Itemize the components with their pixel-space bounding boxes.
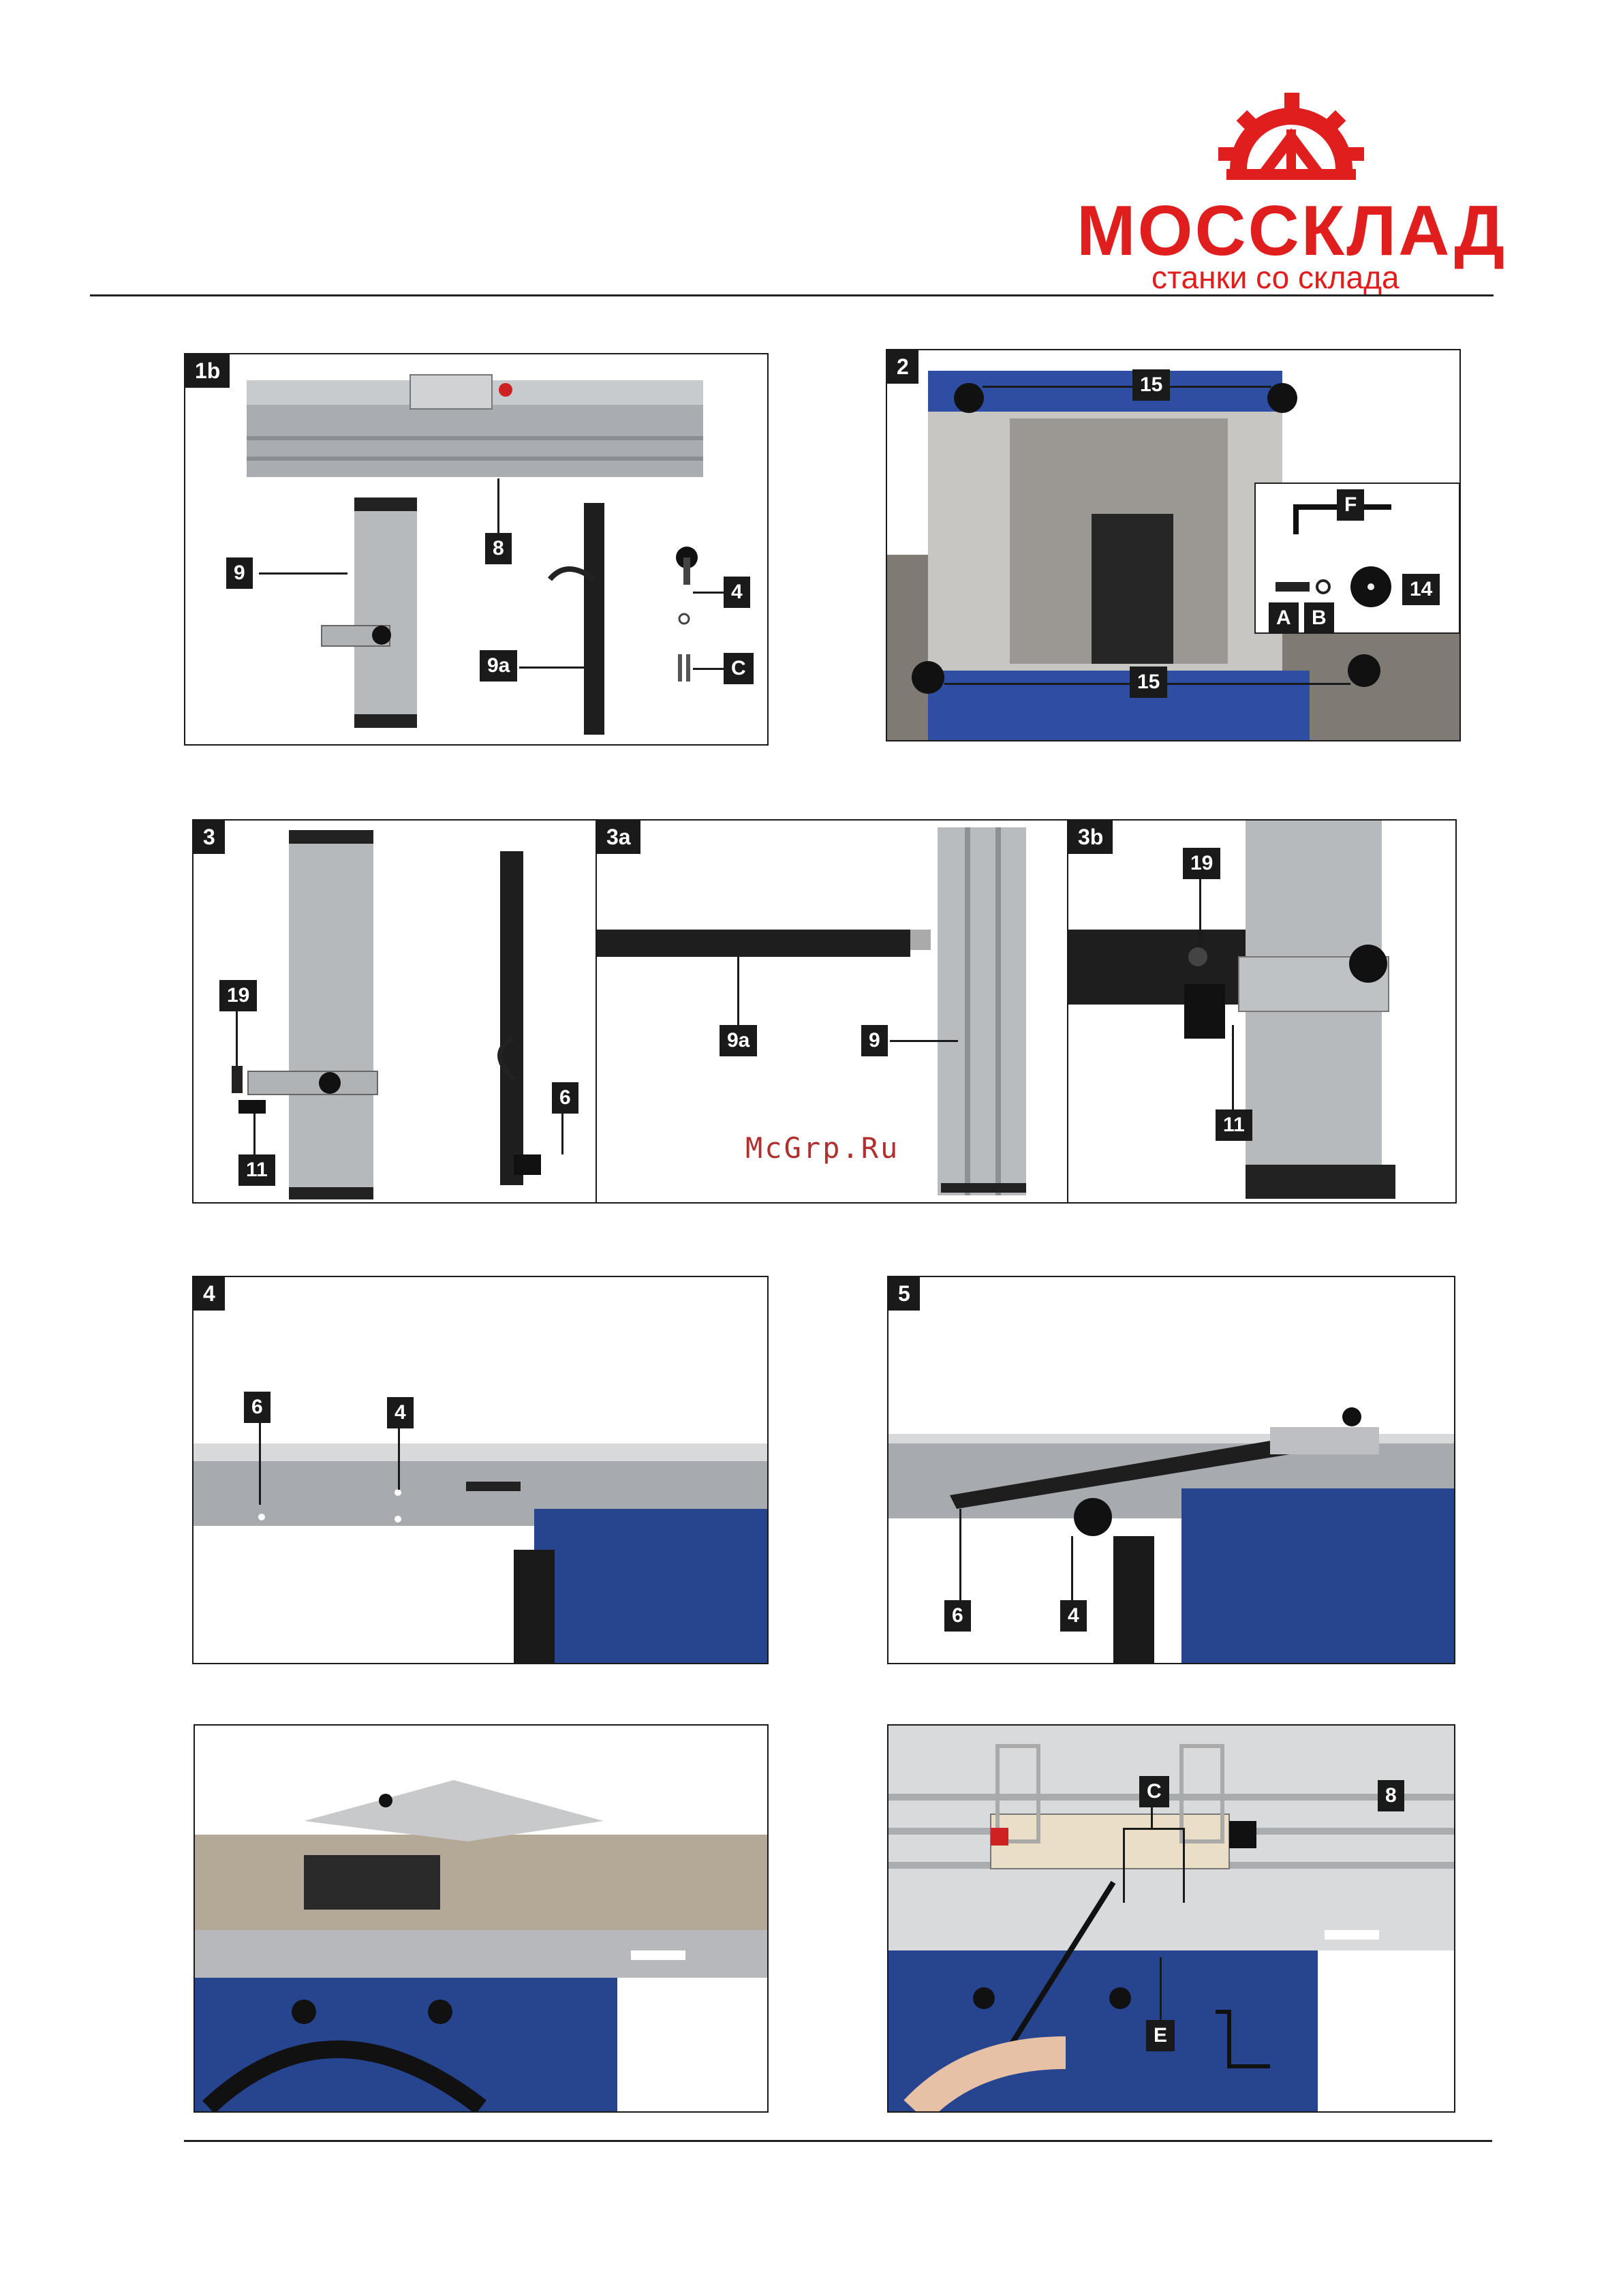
callout-label: B [1304, 602, 1334, 634]
callout-label: 9 [861, 1025, 888, 1056]
callout-label: 15 [1130, 667, 1167, 698]
header-rule [90, 294, 1494, 296]
callout-label: A [1269, 602, 1299, 634]
callout-label: 9a [720, 1025, 757, 1056]
leader-line [1123, 1828, 1125, 1903]
callout-label: 8 [1378, 1780, 1404, 1811]
leader-line [236, 1011, 238, 1066]
leader-line [1169, 386, 1271, 388]
leader-line [259, 1423, 261, 1505]
callout-label: 8 [485, 533, 512, 564]
leader-line [959, 1509, 961, 1600]
footer-rule [184, 2140, 1492, 2142]
callout-label: 6 [244, 1392, 270, 1423]
leader-line [693, 592, 724, 594]
callout-label: 6 [944, 1600, 971, 1632]
leader-line [693, 668, 724, 670]
table-side-illustration [194, 1277, 767, 1663]
callout-label: 19 [219, 980, 257, 1011]
leader-line [890, 1040, 958, 1042]
leader-line [1183, 1828, 1185, 1903]
leader-line [398, 1428, 400, 1490]
figure-5: 5 6 4 [887, 1276, 1455, 1664]
leader-line [983, 386, 1132, 388]
leader-line [1123, 1828, 1184, 1830]
fence-parts-illustration [185, 354, 767, 744]
callout-label: C [724, 653, 754, 684]
leader-line [253, 1114, 256, 1154]
fence-adjustment-closeup-illustration [888, 1726, 1454, 2111]
watermark: McGrp.Ru [745, 1131, 899, 1165]
leader-line [519, 667, 584, 669]
leader-line [1071, 1536, 1073, 1600]
leader-line [737, 957, 739, 1025]
leg-clamp-closeup-illustration [1068, 821, 1455, 1202]
callout-label: 9a [480, 650, 517, 682]
leader-line [944, 683, 1130, 685]
callout-label: 4 [724, 577, 750, 608]
callout-label: 6 [552, 1082, 578, 1114]
callout-label: E [1146, 2020, 1175, 2051]
figure-1b: 1b 8 9 9a 4 C [184, 353, 769, 746]
leader-line [1199, 879, 1201, 947]
figure-6: 6 [194, 1724, 769, 2113]
leader-line [259, 572, 347, 575]
callout-label: C [1139, 1776, 1169, 1807]
figure-7: 7 C 8 E [887, 1724, 1455, 2113]
callout-label: 11 [1216, 1109, 1252, 1141]
callout-label: 4 [1060, 1600, 1087, 1632]
stand-interior-illustration [887, 350, 1459, 740]
leader-line [1232, 1025, 1234, 1109]
callout-label: 19 [1183, 848, 1220, 879]
callout-label: 4 [387, 1397, 414, 1428]
figure-4: 4 6 4 [192, 1276, 769, 1664]
table-mounted-bracket-illustration [888, 1277, 1454, 1663]
callout-label: 11 [238, 1154, 275, 1186]
leader-line [497, 478, 499, 533]
leader-line [1151, 1807, 1153, 1828]
logo-tagline: станки со склада [1151, 259, 1400, 296]
leader-line [561, 1114, 563, 1154]
leader-line [1160, 1957, 1162, 2020]
figure-3: 3 19 11 6 [192, 819, 600, 1204]
callout-label: 14 [1402, 574, 1440, 605]
callout-label: 15 [1132, 369, 1170, 401]
gear-logo-icon [1199, 89, 1383, 191]
figure-3b: 3b 19 11 [1067, 819, 1457, 1204]
callout-label: F [1337, 489, 1364, 521]
logo: МОССКЛАД станки со склада [1077, 89, 1485, 293]
callout-label: 9 [226, 557, 253, 589]
leader-line [1166, 683, 1350, 685]
fence-top-view-illustration [195, 1726, 767, 2111]
figure-2: 2 15 15 F A B 14 [886, 349, 1461, 741]
